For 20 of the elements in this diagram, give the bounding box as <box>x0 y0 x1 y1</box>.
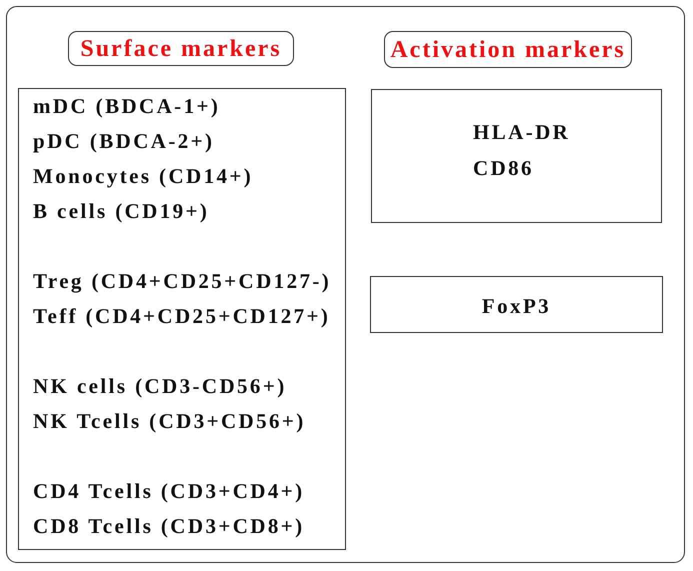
marker-text: CD86 <box>473 156 534 180</box>
heading-box <box>384 31 632 68</box>
marker-text: B cells (CD19+) <box>33 199 210 223</box>
marker-text: mDC (BDCA-1+) <box>33 94 220 118</box>
marker-text: CD4 Tcells (CD3+CD4+) <box>33 479 304 503</box>
heading-text: Surface markers <box>80 34 282 62</box>
marker-text: Treg (CD4+CD25+CD127-) <box>33 269 332 293</box>
marker-text: pDC (BDCA-2+) <box>33 129 214 153</box>
heading-box <box>68 31 294 66</box>
marker-text: NK Tcells (CD3+CD56+) <box>33 409 306 433</box>
marker-text: FoxP3 <box>480 294 552 318</box>
heading-text: Activation markers <box>390 36 626 64</box>
marker-text: Teff (CD4+CD25+CD127+) <box>33 304 330 328</box>
marker-list-panel <box>18 88 346 550</box>
marker-text: HLA-DR <box>473 120 570 144</box>
marker-text: Monocytes (CD14+) <box>33 164 254 188</box>
marker-panel <box>370 276 663 333</box>
marker-text: CD8 Tcells (CD3+CD8+) <box>33 514 304 538</box>
marker-panel <box>371 89 662 223</box>
marker-text: NK cells (CD3-CD56+) <box>33 374 287 398</box>
